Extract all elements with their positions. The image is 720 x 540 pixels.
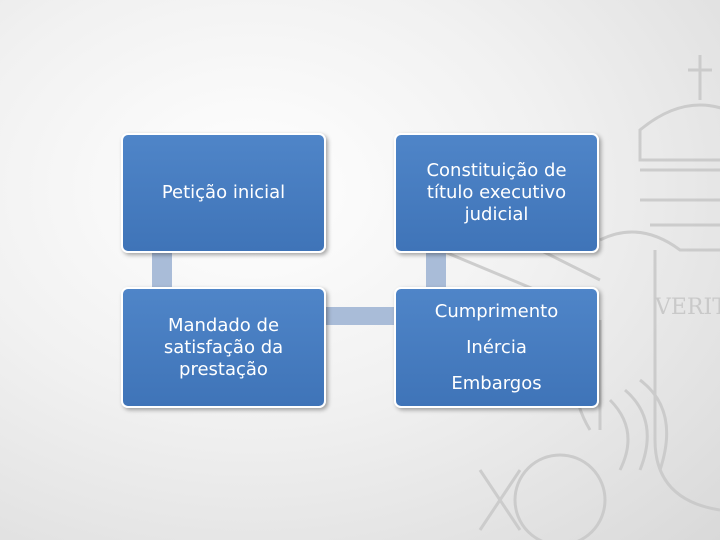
box-constituicao-titulo-executivo: Constituição de título executivo judicia…: [394, 133, 599, 253]
box-cumprimento-inercia-embargos: Cumprimento Inércia Embargos: [394, 287, 599, 408]
connector-peticao-mandado: [152, 250, 172, 290]
box-text-line: Petição inicial: [161, 182, 286, 203]
box-text-line: título executivo: [426, 182, 567, 203]
box-mandado-satisfacao: Mandado de satisfação da prestação: [121, 287, 326, 408]
box-text-line: Inércia: [466, 336, 527, 358]
box-peticao-inicial: Petição inicial: [121, 133, 326, 253]
box-text-line: Embargos: [451, 372, 542, 394]
box-text-line: Constituição de: [426, 160, 567, 181]
connector-constituicao-cumprimento: [426, 250, 446, 290]
box-text-line: Mandado de: [167, 314, 280, 336]
crown-icon: [638, 103, 720, 162]
box-text-line: judicial: [464, 204, 529, 225]
cross-icon: [688, 55, 712, 100]
box-text-line: Cumprimento: [434, 300, 559, 322]
box-text-line: prestação: [179, 358, 268, 380]
watermark-text: VERIT: [654, 295, 720, 320]
box-text-line: satisfação da: [163, 336, 284, 358]
connector-mandado-cumprimento: [324, 307, 396, 325]
